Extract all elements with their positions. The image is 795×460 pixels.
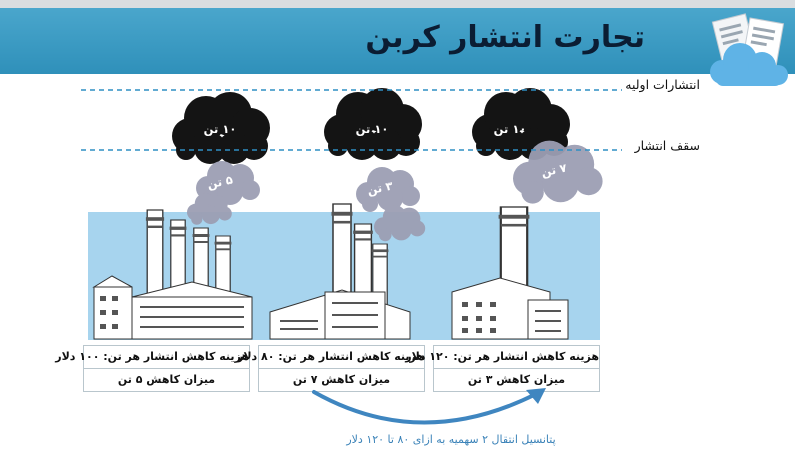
- transfer-caption: پتانسیل انتقال ۲ سهمیه به ازای ۸۰ تا ۱۲۰…: [346, 433, 556, 446]
- top-strip: [0, 0, 795, 8]
- factory-icon: [269, 203, 411, 340]
- smoke-cloud-icon: [374, 205, 426, 242]
- factory-3-reduction: میزان کاهش ۳ تن: [434, 368, 599, 391]
- emission-cap-label: سقف انتشار: [634, 138, 700, 153]
- factory-1-info-box: هزینه کاهش انتشار هر تن: ۱۰۰ دلار میزان …: [55, 345, 250, 392]
- factory-1-emission-label: ۱۰ تن: [203, 122, 237, 136]
- factory-2-emission-label: ۱۰ تن: [355, 122, 389, 136]
- factory-3-emission-label: ۱۰ تن: [493, 122, 527, 136]
- title-banner: تجارت انتشار کربن: [0, 8, 795, 86]
- factory-2-cost: هزینه کاهش انتشار هر تن: ۸۰ دلار: [237, 350, 424, 363]
- factory-icon: [92, 209, 253, 340]
- factory-3-cost: هزینه کاهش انتشار هر تن: ۱۲۰ دلار: [405, 350, 599, 363]
- factory-1-reduction: میزان کاهش ۵ تن: [84, 368, 249, 391]
- factory-2-info-box: هزینه کاهش انتشار هر تن: ۸۰ دلار میزان ک…: [237, 345, 425, 392]
- factory-2-reduction: میزان کاهش ۷ تن: [259, 368, 424, 391]
- diagram-canvas: [80, 88, 622, 340]
- initial-emissions-label: انتشارات اولیه: [625, 77, 700, 92]
- factory-3-info-box: هزینه کاهش انتشار هر تن: ۱۲۰ دلار میزان …: [405, 345, 600, 392]
- factory-icon: [451, 205, 569, 340]
- page-title: تجارت انتشار کربن: [365, 20, 645, 55]
- document-cloud-icon: [710, 13, 788, 86]
- curved-arrow-icon: [312, 388, 546, 425]
- factory-1-cost: هزینه کاهش انتشار هر تن: ۱۰۰ دلار: [55, 350, 249, 363]
- diagram-stage: انتشارات اولیه سقف انتشار ۱۰ تن ۱۰ تن ۱۰…: [80, 77, 715, 372]
